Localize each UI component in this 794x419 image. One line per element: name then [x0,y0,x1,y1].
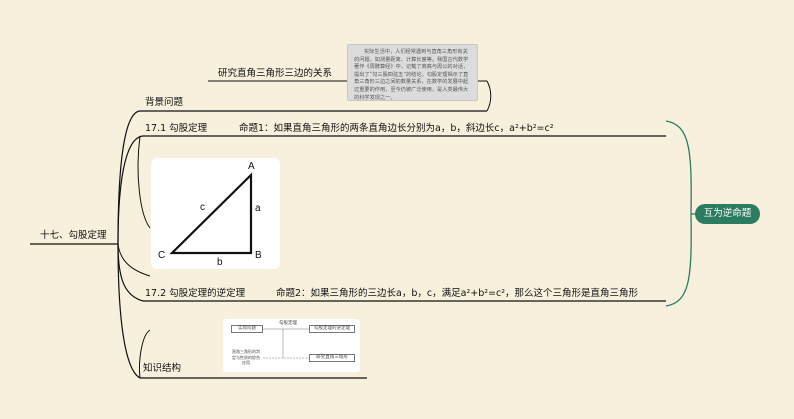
side-b-label: b [217,257,223,268]
background-note-text: 实际生活中，人们经常遇到与直角三角形有关的问题，如测量距离、计算长度等。我国古代… [354,49,469,101]
section-17-2-label[interactable]: 17.2 勾股定理的逆定理 [145,288,246,299]
branch-background-curve [117,110,141,245]
section-17-1-label[interactable]: 17.1 勾股定理 [145,123,208,134]
inverse-proposition-badge[interactable]: 互为逆命题 [695,204,760,224]
branch-image-curve [137,135,151,229]
background-note-image: 实际生活中，人们经常遇到与直角三角形有关的问题，如测量距离、计算长度等。我国古代… [347,44,478,101]
right-triangle-svg: A B C a b c [158,161,262,268]
knowledge-structure-image: 实际问题 勾股定理 勾股定理的逆定理 直角三角形的判定与性质的综合应用 研究直角… [223,319,360,372]
side-a-label: a [255,203,261,214]
structure-box-1: 实际问题 [231,325,263,333]
proposition-1-label[interactable]: 命题1：如果直角三角形的两条直角边长分别为a，b，斜边长c，a²+b²=c² [239,123,554,134]
branch-knowledge-curve [117,243,141,379]
structure-box-3: 勾股定理的逆定理 [309,325,355,333]
triangle-shape [169,172,253,255]
research-link [486,80,492,112]
knowledge-label[interactable]: 知识结构 [143,363,182,374]
right-triangle-figure: A B C a b c [151,158,280,269]
structure-box-5: 研究直角三角形 [309,354,355,362]
background-label[interactable]: 背景问题 [145,97,184,108]
side-c-label: c [200,202,205,213]
branch-17-1-curve [117,135,144,245]
branch-triangle-curve [117,243,151,277]
branch-17-2-curve [117,243,144,302]
inverse-bracket [665,120,692,307]
root-label[interactable]: 十七、勾股定理 [40,230,107,241]
branch-structure-curve [139,329,151,379]
structure-connectors [263,328,309,359]
vertex-b-label: B [255,250,262,261]
structure-box-4: 直角三角形的判定与性质的综合应用 [231,349,261,366]
research-label[interactable]: 研究直角三角形三边的关系 [218,68,333,79]
structure-box-2: 勾股定理 [275,321,301,327]
vertex-a-label: A [248,161,255,172]
vertex-c-label: C [158,250,165,261]
proposition-2-label[interactable]: 命题2：如果三角形的三边长a，b，c，满足a²+b²=c²，那么这个三角形是直角… [276,288,639,299]
